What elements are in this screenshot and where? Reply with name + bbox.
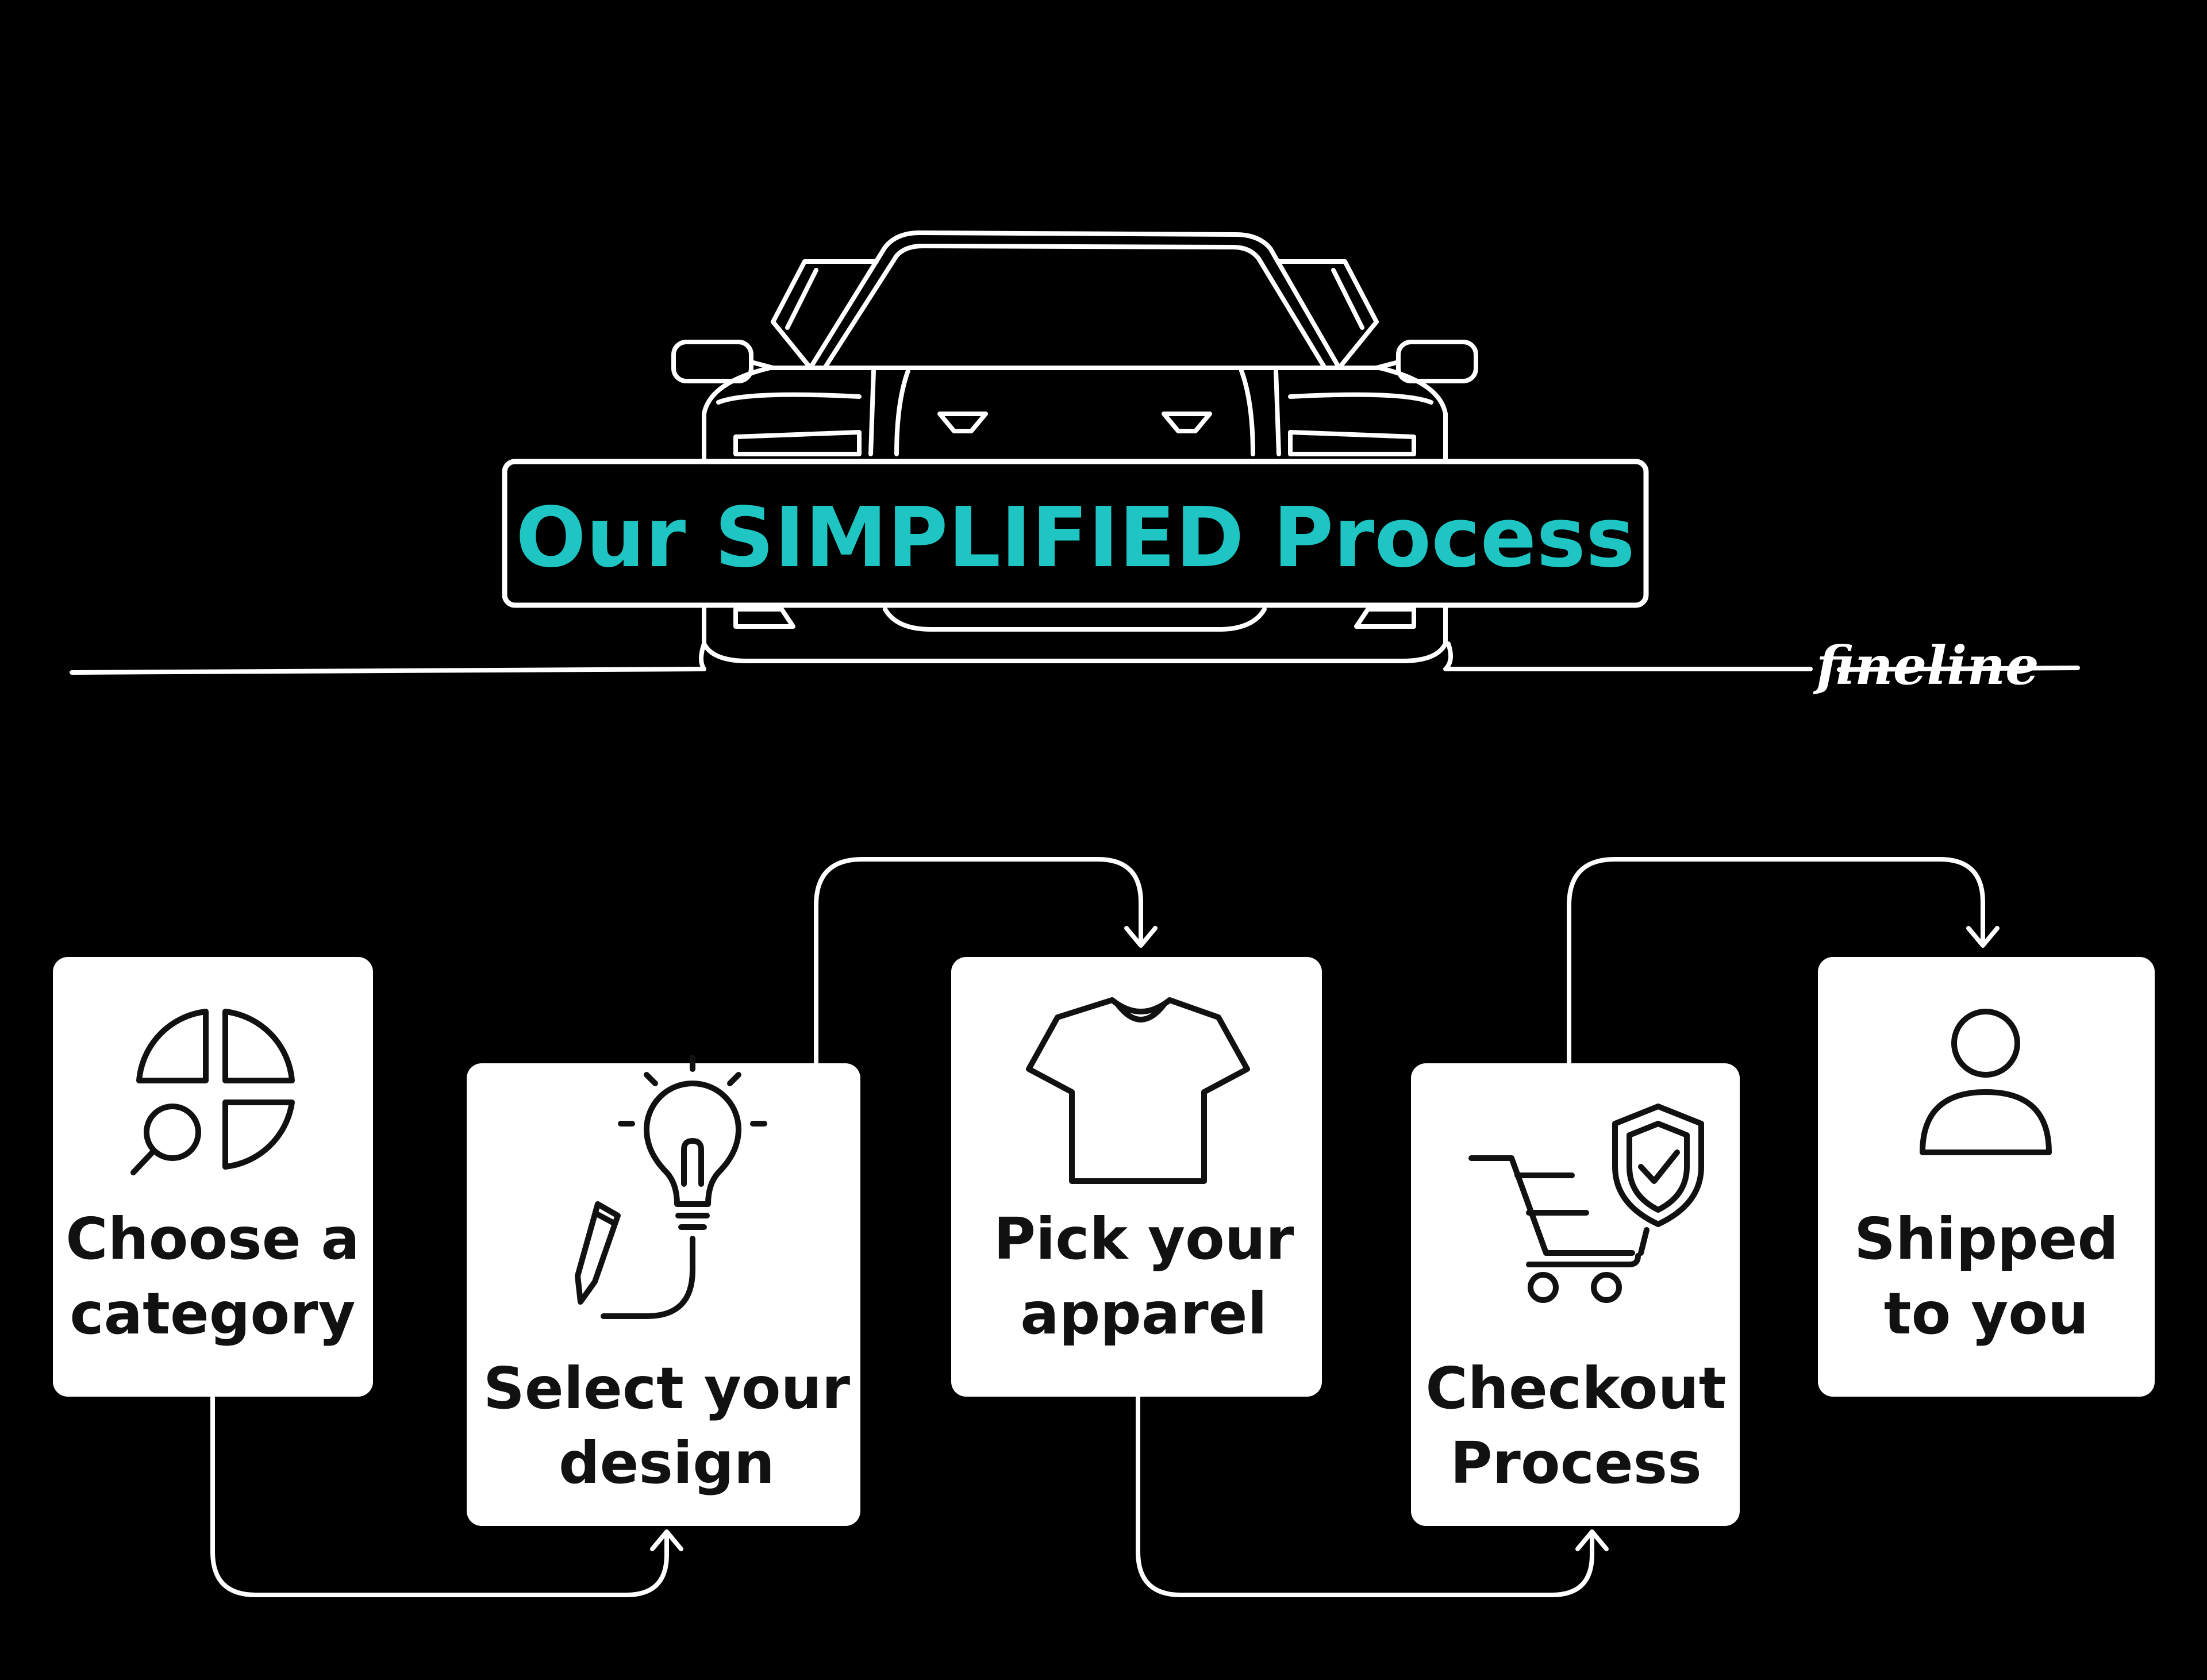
arrow-head-down-icon — [1124, 926, 1158, 948]
step-card-4: Checkout Process — [1411, 1063, 1740, 1526]
step-4-line-1: Checkout — [1425, 1355, 1726, 1422]
brand-wordmark: fineline — [1813, 635, 2039, 697]
step-1-line-1: Choose a — [66, 1205, 360, 1273]
step-1-line-2: category — [70, 1280, 355, 1347]
step-card-1: Choose a category — [53, 957, 373, 1397]
brand-signature-logo: fineline — [1813, 635, 2039, 697]
step-2-line-1: Select your — [483, 1355, 851, 1422]
tshirt-icon — [1026, 997, 1250, 1184]
flow-connectors — [210, 857, 2000, 1597]
connector-1-to-2 — [210, 1391, 669, 1597]
car-outline-illustration — [70, 230, 2080, 675]
pencil-lightbulb-icon — [575, 1055, 767, 1319]
step-card-5: Shipped to you — [1818, 957, 2155, 1397]
step-5-line-1: Shipped — [1854, 1205, 2118, 1273]
arrow-head-up-icon — [650, 1529, 683, 1551]
connector-3-to-4 — [1136, 1391, 1594, 1597]
page-title: Our SIMPLIFIED Process — [516, 489, 1635, 586]
connector-4-to-5 — [1567, 857, 1985, 1066]
arrow-head-up-icon — [1575, 1529, 1609, 1551]
step-5-line-2: to you — [1884, 1280, 2089, 1347]
step-3-line-1: Pick your — [994, 1205, 1294, 1273]
category-search-icon — [130, 1009, 295, 1175]
connector-2-to-3 — [814, 857, 1143, 1066]
cart-shield-icon — [1468, 1104, 1704, 1303]
step-card-3: Pick your apparel — [951, 957, 1322, 1397]
user-icon — [1920, 1009, 2052, 1155]
step-card-2: Select your design — [467, 1055, 860, 1526]
title-banner: Our SIMPLIFIED Process — [502, 459, 1649, 608]
arrow-head-down-icon — [1966, 926, 2000, 948]
step-4-line-2: Process — [1450, 1429, 1701, 1497]
step-2-line-2: design — [559, 1429, 775, 1497]
step-3-line-2: apparel — [1020, 1280, 1267, 1347]
